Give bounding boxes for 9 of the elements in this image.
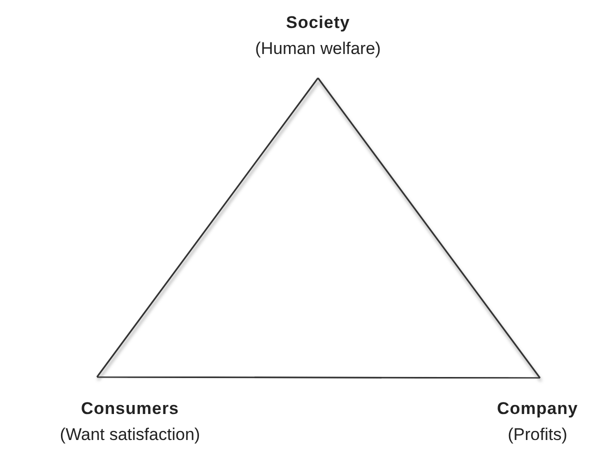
vertex-subtitle: (Profits) xyxy=(506,425,568,445)
vertex-heading: Company xyxy=(496,399,579,419)
vertex-heading: Consumers xyxy=(80,399,180,419)
triangle-side xyxy=(317,78,541,378)
vertex-subtitle: (Want satisfaction) xyxy=(58,425,202,445)
vertex-heading: Society xyxy=(285,13,351,33)
vertex-subtitle: (Human welfare) xyxy=(254,39,382,59)
triangle-side xyxy=(96,78,319,378)
triangle-side xyxy=(97,376,540,379)
